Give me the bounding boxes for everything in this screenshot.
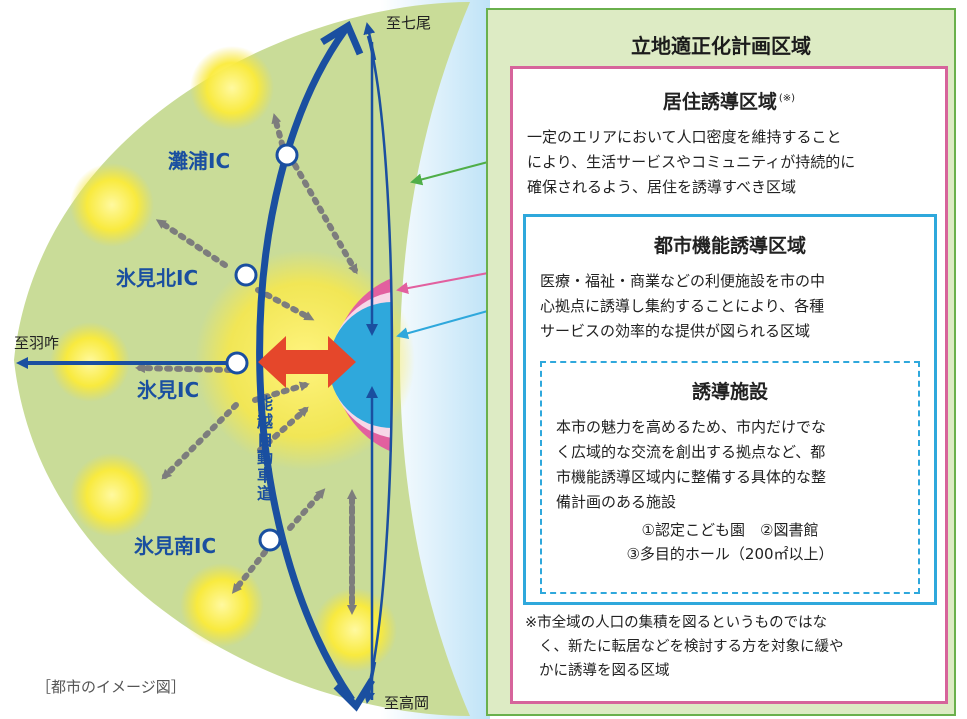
facility-item: ①認定こども園 ②図書館 (641, 521, 819, 539)
guided-facilities-title: 誘導施設 (691, 381, 768, 403)
residential-desc-line: により、生活サービスやコミュニティが持続的に (527, 153, 856, 171)
facility-item: ③多目的ホール（200㎡以上） (626, 545, 834, 563)
urban-function-area-box: 都市機能誘導区域 医療・福祉・商業などの利便施設を市の中 心拠点に誘導し集約する… (523, 214, 937, 605)
residential-area-footnote: ※市全域の人口の集積を図るというものではな く、新たに転居などを検討する方を対象… (525, 611, 939, 683)
expressway-south-head (333, 678, 375, 712)
footnote-line: ※市全域の人口の集積を図るというものではな (525, 615, 828, 631)
destination-west: 至羽咋 (14, 334, 60, 352)
guided-facilities-description: 本市の魅力を高めるため、市内だけでな く広域的な交流を創出する拠点など、都 市機… (556, 415, 908, 515)
footnote-line: く、新たに転居などを検討する方を対象に緩や (539, 639, 844, 655)
residential-desc-line: 確保されるよう、居住を誘導すべき区域 (527, 178, 796, 196)
residential-title-note: (※) (778, 92, 796, 104)
destination-north: 至七尾 (386, 14, 432, 32)
guided-facilities-list: ①認定こども園 ②図書館 ③多目的ホール（200㎡以上） (542, 518, 918, 566)
ic-label-himi-north: 氷見北IC (116, 266, 199, 290)
urban-desc-line: 心拠点に誘導し集約することにより、各種 (540, 297, 825, 315)
facilities-desc-line: く広域的な交流を創出する拠点など、都 (556, 443, 826, 461)
ic-nodes (225, 143, 299, 552)
planning-area-panel: 立地適正化計画区域 居住誘導区域(※) 一定のエリアにおいて人口密度を維持するこ… (486, 8, 956, 716)
urban-function-area-description: 医療・福祉・商業などの利便施設を市の中 心拠点に誘導し集約することにより、各種 … (540, 269, 920, 344)
leader-residential (410, 161, 489, 186)
ic-label-himi: 氷見IC (137, 378, 200, 402)
guided-facilities-box: 誘導施設 本市の魅力を高めるため、市内だけでな く広域的な交流を創出する拠点など… (540, 361, 920, 594)
ic-label-himi-south: 氷見南IC (134, 534, 217, 558)
residential-desc-line: 一定のエリアにおいて人口密度を維持すること (527, 128, 842, 146)
urban-function-area-title: 都市機能誘導区域 (653, 235, 806, 257)
residential-area-box: 居住誘導区域(※) 一定のエリアにおいて人口密度を維持すること により、生活サー… (510, 66, 948, 704)
expressway-outer (256, 27, 355, 702)
coastal-road (366, 35, 394, 691)
urban-desc-line: サービスの効率的な提供が図られる区域 (540, 322, 811, 340)
facilities-desc-line: 市機能誘導区域内に整備する具体的な整 (556, 468, 827, 486)
residential-area-description: 一定のエリアにおいて人口密度を維持すること により、生活サービスやコミュニティが… (527, 125, 937, 200)
facilities-desc-line: 備計画のある施設 (556, 493, 677, 511)
planning-area-title: 立地適正化計画区域 (631, 34, 811, 58)
bidirectional-arrow (258, 336, 356, 388)
destination-south: 至高岡 (384, 694, 430, 712)
facilities-desc-line: 本市の魅力を高めるため、市内だけでな (556, 418, 827, 436)
urban-desc-line: 医療・福祉・商業などの利便施設を市の中 (540, 272, 826, 290)
residential-area-title: 居住誘導区域(※) (662, 91, 796, 113)
ic-label-nadaura: 灘浦IC (168, 149, 231, 173)
footnote-line: かに誘導を図る区域 (539, 663, 670, 679)
expressway-north-head (320, 20, 364, 56)
expressway-label: 能越自動車道 (256, 394, 273, 503)
diagram-caption: ［都市のイメージ図］ (36, 678, 186, 696)
